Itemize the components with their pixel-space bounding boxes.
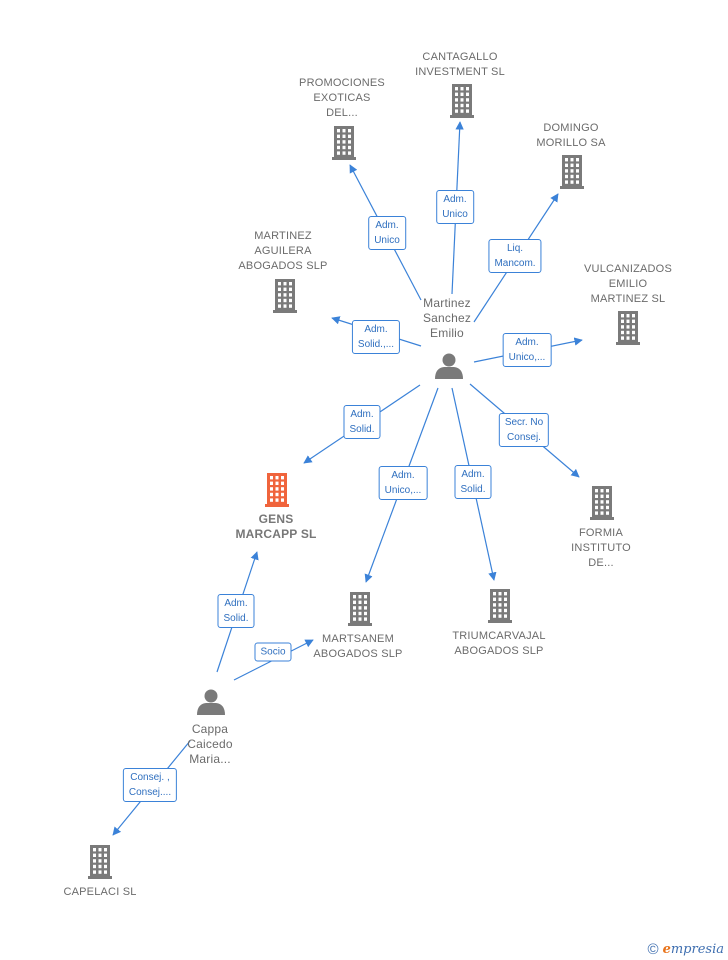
node-label-formia[interactable]: FORMIA INSTITUTO DE... [571, 527, 631, 569]
building-icon-vulcanizados[interactable] [616, 311, 640, 345]
edge-label-gens-cappa[interactable]: Adm. Solid. [217, 594, 255, 628]
edge-label-martsanem-cappa[interactable]: Socio [254, 642, 292, 662]
edge-label-gens-ms[interactable]: Adm. Solid. [343, 405, 381, 439]
edge-label-capelaci[interactable]: Consej. , Consej.... [122, 768, 178, 802]
edge-label-martinez-aguilera[interactable]: Adm. Solid.,... [351, 320, 401, 354]
node-label-cantagallo[interactable]: CANTAGALLO INVESTMENT SL [415, 51, 505, 78]
edge-label-promociones[interactable]: Adm. Unico [368, 216, 406, 250]
building-icon-cantagallo[interactable] [450, 84, 474, 118]
building-icon-triumcarvajal[interactable] [488, 589, 512, 623]
edge-label-formia[interactable]: Secr. No Consej. [498, 413, 550, 447]
edge-label-cantagallo[interactable]: Adm. Unico [436, 190, 474, 224]
edge-label-triumcarvajal[interactable]: Adm. Solid. [454, 465, 492, 499]
node-label-martsanem[interactable]: MARTSANEM ABOGADOS SLP [313, 633, 403, 660]
node-label-vulcanizados[interactable]: VULCANIZADOS EMILIO MARTINEZ SL [584, 263, 672, 305]
node-label-cappa[interactable]: Cappa Caicedo Maria... [187, 722, 233, 766]
node-label-triumcarvajal[interactable]: TRIUMCARVAJAL ABOGADOS SLP [452, 630, 546, 657]
building-icon-martsanem[interactable] [348, 592, 372, 626]
building-icon-martinez-aguilera[interactable] [273, 279, 297, 313]
footer-brand: © empresia [648, 941, 724, 958]
node-label-martinez-aguilera[interactable]: MARTINEZ AGUILERA ABOGADOS SLP [238, 230, 328, 272]
building-icon-formia[interactable] [590, 486, 614, 520]
node-label-capelaci[interactable]: CAPELACI SL [63, 886, 137, 898]
brand-logo[interactable]: empresia [662, 942, 724, 957]
node-label-gens[interactable]: GENS MARCAPP SL [235, 512, 317, 541]
edges-layer [112, 121, 583, 836]
node-label-promociones[interactable]: PROMOCIONES EXOTICAS DEL... [299, 77, 385, 119]
person-icon-martinez-sanchez[interactable] [435, 353, 463, 380]
node-label-martinez-sanchez[interactable]: Martinez Sanchez Emilio [422, 296, 472, 340]
icons-layer [88, 84, 640, 879]
building-icon-gens[interactable] [265, 473, 289, 507]
building-icon-domingo[interactable] [560, 155, 584, 189]
building-icon-capelaci[interactable] [88, 845, 112, 879]
node-label-domingo[interactable]: DOMINGO MORILLO SA [536, 122, 606, 149]
edge-label-vulcanizados[interactable]: Adm. Unico,... [502, 333, 552, 367]
edge-label-martsanem-ms[interactable]: Adm. Unico,... [378, 466, 428, 500]
person-icon-cappa[interactable] [197, 689, 225, 716]
edge-label-domingo[interactable]: Liq. Mancom. [488, 239, 542, 273]
copyright-icon: © [647, 941, 659, 958]
building-icon-promociones[interactable] [332, 126, 356, 160]
